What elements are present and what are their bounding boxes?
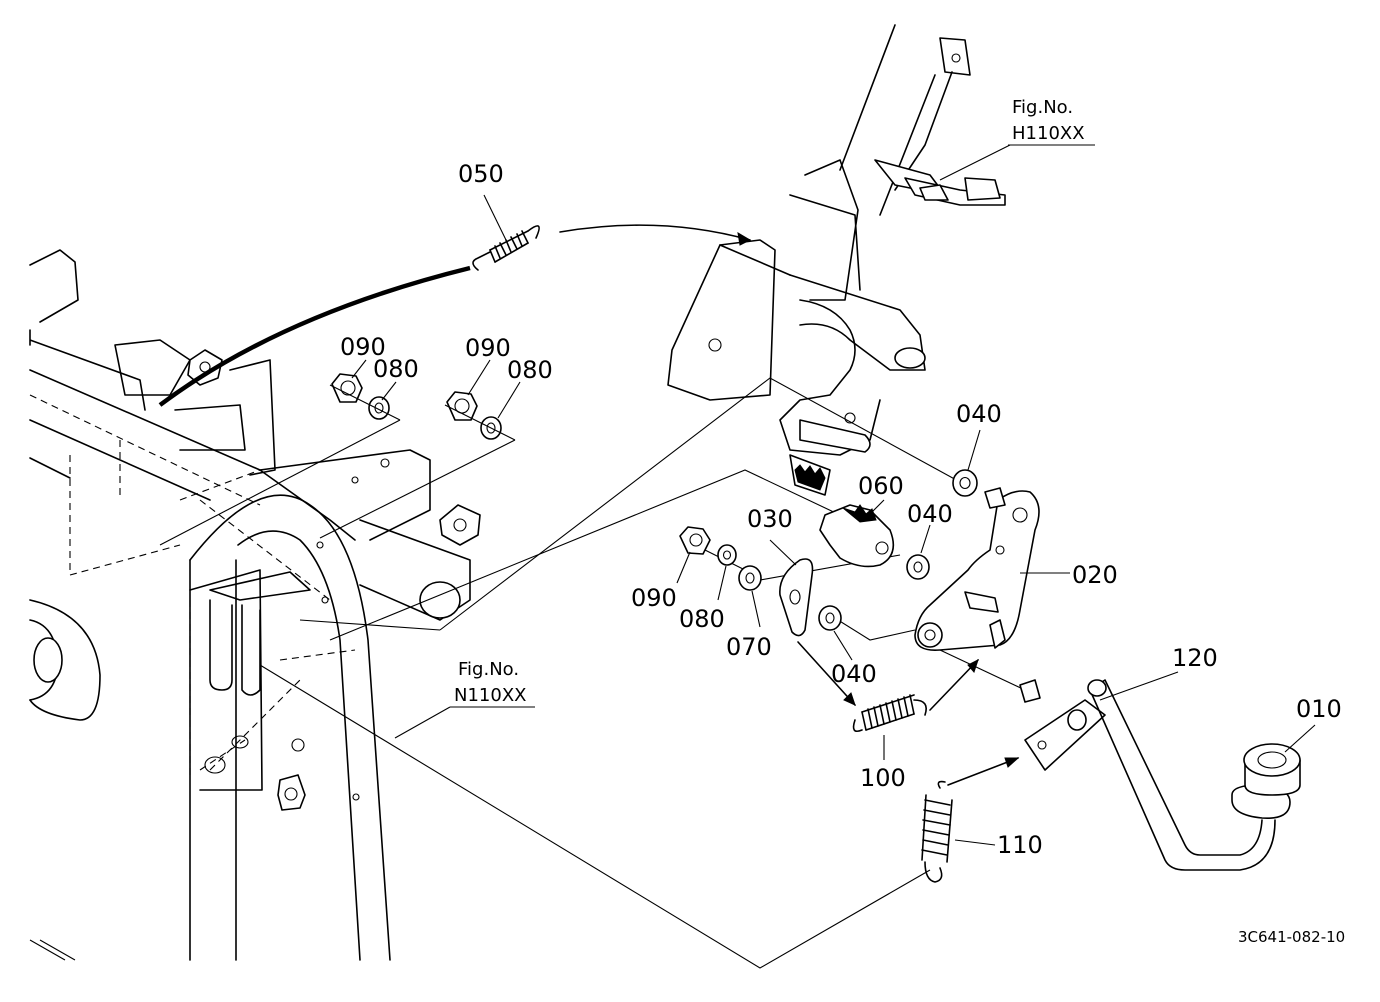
nut-group-left	[329, 373, 401, 421]
spring-050-connector	[158, 265, 471, 407]
nut-group-center	[444, 391, 516, 441]
label-090-left: 090	[340, 333, 386, 361]
figure-reference-upper: Fig.No. H110XX	[1012, 97, 1085, 144]
spring-110	[921, 780, 953, 883]
label-050: 050	[458, 160, 504, 188]
label-080-center: 080	[507, 356, 553, 384]
label-110: 110	[997, 831, 1043, 859]
label-100: 100	[860, 764, 906, 792]
tractor-frame	[29, 249, 481, 961]
pedal-bracket-assembly	[559, 24, 1006, 496]
spring-100	[852, 694, 927, 733]
label-080-right: 080	[679, 605, 725, 633]
label-060: 060	[858, 472, 904, 500]
fig-ref-lower-line2: N110XX	[454, 685, 526, 706]
part-number-labels: 050 090 080 090 080 040 060 040 030 020 …	[340, 160, 1342, 859]
figure-reference-lower: Fig.No. N110XX	[454, 659, 526, 706]
fig-ref-lower-line1: Fig.No.	[458, 659, 519, 680]
spring-050	[472, 225, 540, 271]
label-120: 120	[1172, 644, 1218, 672]
drawing-code: 3C641-082-10	[1238, 928, 1345, 946]
label-080-left: 080	[373, 355, 419, 383]
label-040-top: 040	[956, 400, 1002, 428]
label-070: 070	[726, 633, 772, 661]
pedal-linkage-parts	[679, 469, 1041, 703]
label-090-center: 090	[465, 334, 511, 362]
leader-lines	[159, 377, 1026, 969]
pedal-arm-120	[1024, 679, 1301, 871]
fig-ref-upper-line1: Fig.No.	[1012, 97, 1073, 118]
label-020: 020	[1072, 561, 1118, 589]
label-040-middle: 040	[907, 500, 953, 528]
label-040-lower: 040	[831, 660, 877, 688]
label-090-right: 090	[631, 584, 677, 612]
fig-ref-upper-line2: H110XX	[1012, 123, 1085, 144]
label-010: 010	[1296, 695, 1342, 723]
callout-leaders	[351, 144, 1316, 846]
label-030: 030	[747, 505, 793, 533]
